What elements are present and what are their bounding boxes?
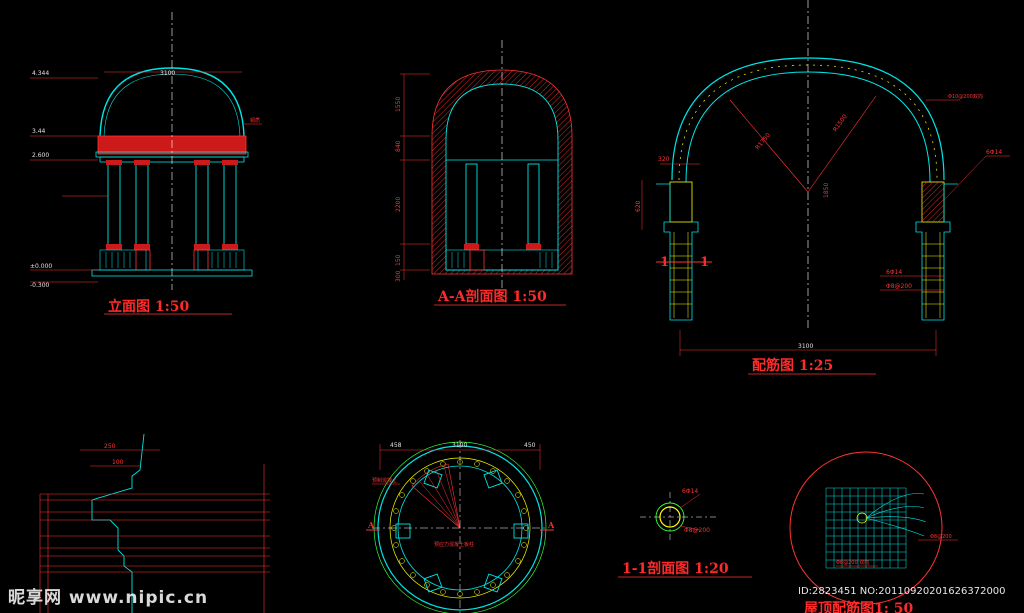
rebar-title: 配筋图 1:25 — [752, 357, 833, 374]
section-dim-3: 2200 — [395, 197, 402, 212]
section-11-title: 1-1剖面图 1:20 — [622, 560, 729, 577]
profile-dim-1: 250 — [104, 443, 116, 450]
elevation-view: 3100 4.344 3.44 2.600 ±0.000 -0.300 铜质 立… — [30, 12, 262, 315]
roof-grid — [825, 487, 907, 569]
profile-detail-view: 250 100 — [39, 433, 270, 613]
rebar-width-dim: 3100 — [798, 343, 813, 350]
plan-cut-left: A — [367, 520, 375, 530]
profile-dim-2: 100 — [112, 459, 124, 466]
section-dim-1: 1550 — [395, 97, 402, 112]
plan-dim-3: 450 — [524, 442, 536, 449]
section-aa-view: 1550 840 2200 150 300 A-A剖面图 1:50 — [395, 40, 573, 306]
rebar-note-2: 6Φ14 — [986, 149, 1002, 156]
plan-note-2: 预应力混凝土板柱 — [434, 541, 474, 548]
plan-view: 458 3100 450 A A 预制混凝土 预应力混凝土板柱 — [366, 440, 555, 613]
rebar-dim-620: 620 — [635, 200, 642, 212]
roof-rebar-view: Φ8@200 双向 Φ8@200 屋顶配筋图1: 50 — [789, 451, 958, 613]
roof-rebar-title: 屋顶配筋图1: 50 — [804, 600, 914, 613]
roof-note-1: Φ8@200 双向 — [836, 559, 869, 566]
image-id-watermark: ID:2823451 NO:20110920201626372000 — [798, 586, 1006, 597]
rebar-note-3: 6Φ14 — [886, 269, 902, 276]
level-mark-3: 2.600 — [32, 152, 49, 159]
section11-dim-1: 6Φ14 — [682, 488, 698, 495]
section11-dim-2: Φ8@200 — [684, 527, 710, 534]
roof-note-2: Φ8@200 — [930, 534, 952, 540]
section-dim-4: 150 — [395, 254, 402, 266]
rebar-dim-320: 320 — [658, 156, 670, 163]
rebar-radius-2: R1500 — [832, 113, 849, 133]
section-dim-2: 840 — [395, 140, 402, 152]
rebar-height-dim: 1850 — [823, 183, 830, 198]
elevation-title: 立面图 1:50 — [108, 298, 190, 315]
rebar-cut-right: 1 — [700, 255, 709, 270]
elevation-width-dim: 3100 — [160, 70, 175, 77]
nipic-watermark-logo: 昵享网 www.nipic.cn — [8, 588, 209, 608]
elevation-note: 铜质 — [250, 117, 260, 124]
section-aa-title: A-A剖面图 1:50 — [437, 288, 547, 305]
rebar-note-4: Φ8@200 — [886, 283, 912, 290]
level-mark-1: 4.344 — [32, 70, 49, 77]
rebar-radius-1: R1750 — [754, 132, 772, 152]
level-mark-2: 3.44 — [32, 128, 46, 135]
plan-cut-right: A — [547, 520, 555, 530]
plan-note-1: 预制混凝土 — [372, 477, 397, 484]
section-dim-5: 300 — [395, 270, 402, 282]
level-mark-5: -0.300 — [30, 282, 50, 289]
level-mark-4: ±0.000 — [30, 263, 52, 270]
rebar-cut-left: 1 — [660, 255, 669, 270]
plan-dim-1: 458 — [390, 442, 402, 449]
rebar-note-1: Φ10@200双向 — [948, 93, 983, 100]
section-11-view: 6Φ14 Φ8@200 1-1剖面图 1:20 — [618, 488, 752, 578]
rebar-view: R1750 R1500 1850 3100 620 320 Φ10@200双向 … — [635, 0, 1010, 375]
plan-dim-2: 3100 — [452, 442, 467, 449]
plan-beads — [391, 459, 529, 597]
